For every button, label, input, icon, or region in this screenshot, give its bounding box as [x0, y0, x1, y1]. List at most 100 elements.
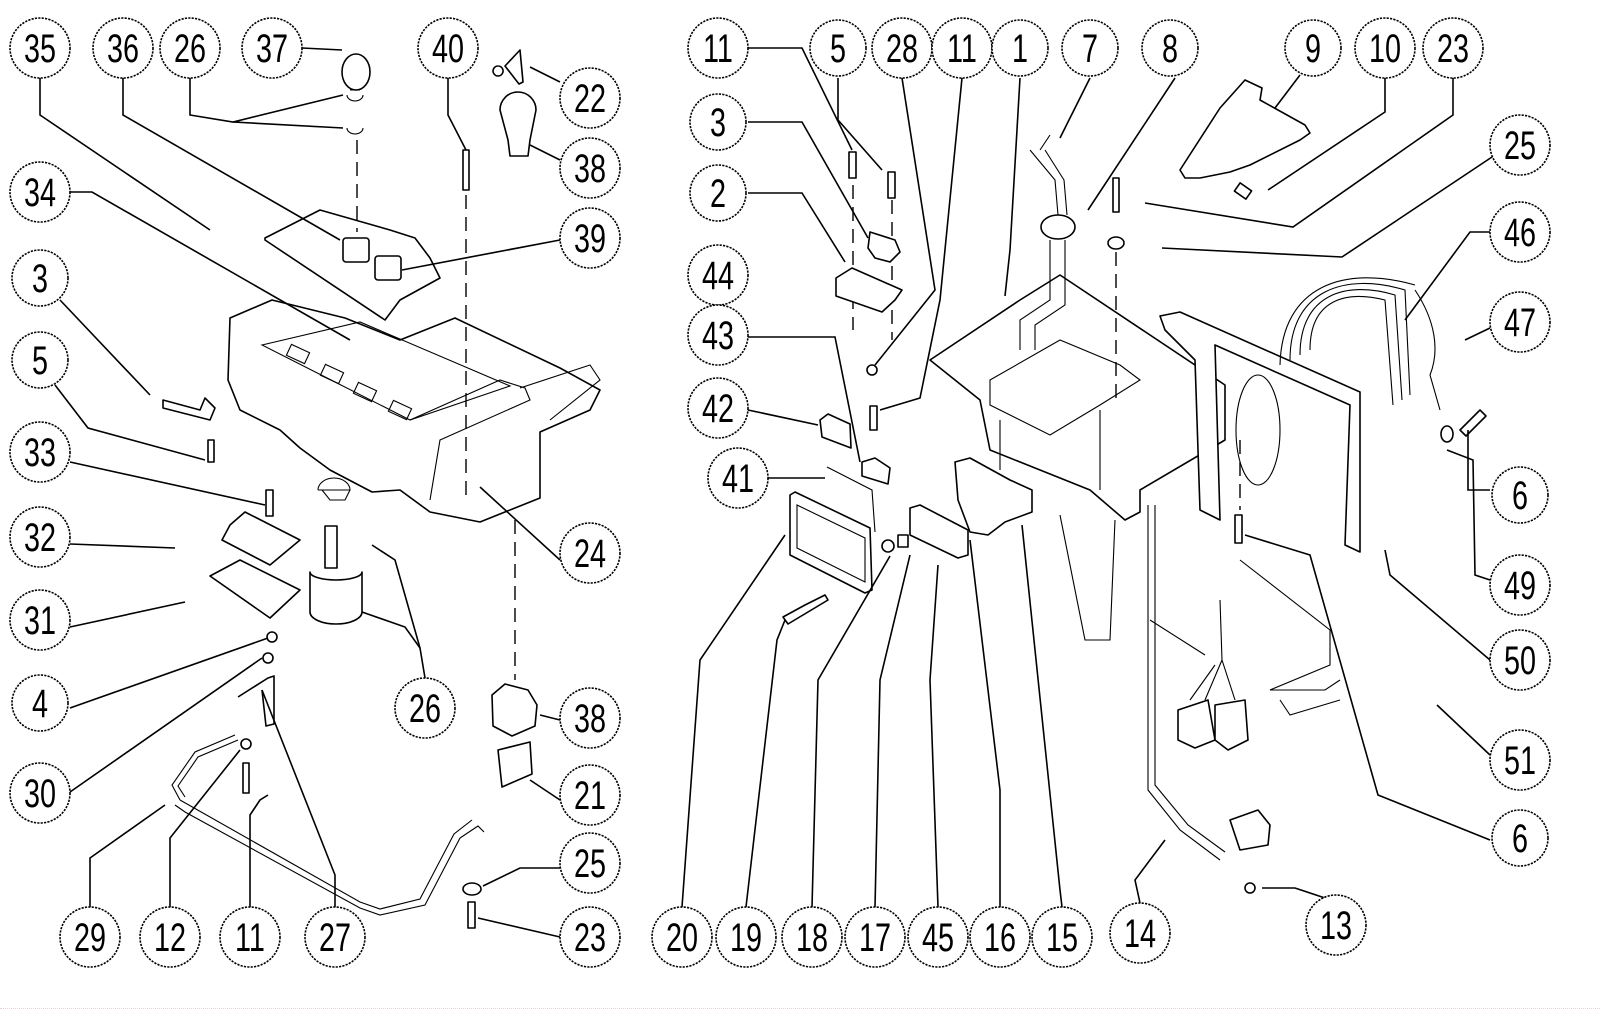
- box-wall: [1059, 514, 1116, 641]
- callout-number: 47: [1504, 301, 1536, 346]
- nut-4: [266, 631, 278, 643]
- callout-circle: [59, 906, 121, 968]
- callout-number: 11: [947, 27, 977, 72]
- callout-number: 14: [1124, 912, 1156, 957]
- callout-number: 13: [1320, 904, 1352, 949]
- panel-hole: [1235, 374, 1281, 486]
- cable-14: [1147, 505, 1226, 861]
- leader-2: [748, 192, 846, 263]
- leader-22: [529, 66, 561, 83]
- callout-number: 11: [703, 27, 733, 72]
- callout-circle: [651, 906, 713, 968]
- box-inner: [989, 339, 1141, 490]
- console-top-panel: [260, 321, 512, 421]
- clip-3: [867, 231, 901, 263]
- callout-number: 37: [256, 27, 288, 72]
- leader-26b: [232, 121, 344, 129]
- callout-14: 14: [1109, 902, 1171, 964]
- washer-49: [1440, 425, 1454, 443]
- callout-circle: [689, 164, 747, 222]
- callout-number: 19: [730, 916, 762, 961]
- panel-50: [1159, 311, 1361, 553]
- nut-28: [866, 364, 878, 376]
- callout-number: 51: [1504, 739, 1536, 784]
- callout-number: 12: [154, 916, 186, 961]
- callout-circle: [781, 906, 843, 968]
- switch-36: [342, 237, 370, 263]
- screw-11: [242, 762, 250, 794]
- leader-8: [1087, 77, 1176, 211]
- callout-number: 41: [722, 457, 754, 502]
- callout-40: 40: [417, 17, 479, 79]
- callout-circle: [559, 832, 621, 894]
- key-switch-38: [499, 91, 537, 157]
- leader-11-top: [748, 47, 853, 151]
- callout-circle: [394, 677, 456, 739]
- callout-number: 22: [574, 77, 606, 122]
- callout-number: 43: [702, 314, 734, 359]
- leader-16: [969, 539, 1001, 907]
- callout-circle: [9, 161, 71, 223]
- callout-number: 28: [886, 27, 918, 72]
- callout-number: 31: [24, 599, 56, 644]
- callout-3: 3: [689, 93, 747, 151]
- callout-circle: [241, 17, 303, 79]
- standoff-33: [265, 489, 274, 517]
- callout-5: 5: [11, 331, 69, 389]
- callout-15: 15: [1031, 906, 1093, 968]
- electrical-box: [929, 274, 1226, 521]
- callout-23: 23: [559, 906, 621, 968]
- callout-circle: [1061, 19, 1119, 77]
- pin-40: [462, 149, 470, 191]
- leader-11-mid: [879, 77, 963, 411]
- callout-number: 26: [174, 27, 206, 72]
- console-housing: [227, 299, 601, 523]
- leader-49: [1446, 449, 1491, 581]
- bezel-20: [789, 491, 873, 594]
- leader-lines: [39, 47, 1496, 938]
- screw-11: [869, 405, 878, 431]
- leader-39: [401, 239, 561, 271]
- callout-number: 5: [830, 27, 846, 72]
- callout-number: 26: [409, 687, 441, 732]
- callout-circle: [1031, 906, 1093, 968]
- callout-6: 6: [1491, 809, 1549, 867]
- callout-circle: [1491, 466, 1549, 524]
- clip: [346, 89, 364, 102]
- callout-44: 44: [687, 244, 749, 306]
- callout-circle: [1489, 201, 1551, 263]
- screw-5: [207, 439, 215, 463]
- wire-harness-46: [1279, 277, 1416, 406]
- callout-circle: [559, 137, 621, 199]
- leader-40: [447, 78, 467, 151]
- bezel-inner: [796, 504, 866, 583]
- board-31: [209, 559, 301, 619]
- screw-23: [467, 901, 476, 929]
- leader-20: [681, 534, 786, 908]
- leader-3-top: [748, 121, 869, 239]
- callout-circle: [159, 17, 221, 79]
- callout-8: 8: [1141, 19, 1199, 77]
- spring-bracket-27: [237, 675, 275, 727]
- callout-29: 29: [59, 906, 121, 968]
- grommet-8: [1040, 214, 1076, 240]
- cover-plate: [264, 209, 441, 321]
- callout-circle: [139, 906, 201, 968]
- leader-25-top: [1161, 154, 1496, 258]
- pad-45: [909, 504, 969, 559]
- nut-top: [317, 477, 351, 501]
- callout-circle: [1489, 629, 1551, 691]
- callout-26: 26: [159, 17, 221, 79]
- nut-13: [1244, 882, 1256, 894]
- right-assembly: [782, 79, 1487, 894]
- screw-6: [1234, 514, 1243, 544]
- callout-51: 51: [1489, 729, 1551, 791]
- callout-number: 10: [1369, 27, 1401, 72]
- callout-number: 11: [235, 916, 265, 961]
- callout-number: 32: [24, 516, 56, 561]
- leader-19: [745, 619, 786, 908]
- leader-27: [261, 689, 336, 907]
- callout-circle: [92, 17, 154, 79]
- leader-15: [1021, 524, 1063, 908]
- callout-30: 30: [9, 762, 71, 824]
